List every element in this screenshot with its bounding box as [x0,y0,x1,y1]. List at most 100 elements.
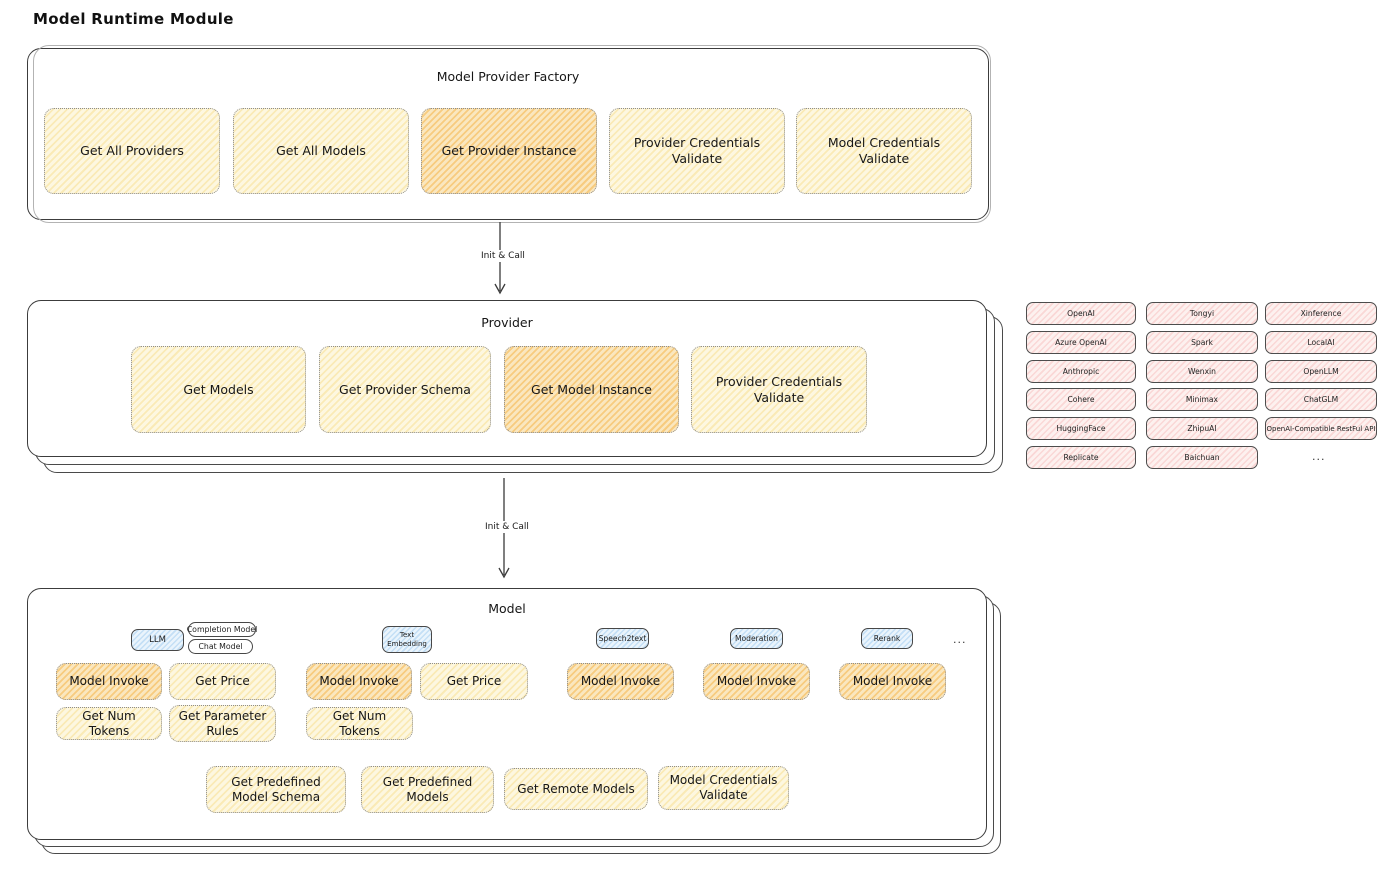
provider-cell-xinference: Xinference [1265,302,1377,325]
node-get-provider-instance: Get Provider Instance [421,108,597,194]
provider-cell-spark: Spark [1146,331,1258,354]
tag-completion-model: Completion Model [186,622,258,637]
cell-label: LocalAI [1307,338,1335,347]
node-label: Get Price [195,674,250,688]
tag-label: Text Embedding [387,631,427,648]
node-get-provider-schema: Get Provider Schema [319,346,491,433]
node-label: Get Models [183,381,254,397]
node-get-price-llm: Get Price [169,663,276,700]
provider-cell-anthropic: Anthropic [1026,360,1136,383]
cell-label: HuggingFace [1056,424,1106,433]
node-label: Get All Providers [80,143,184,159]
model-panel: Model LLM Completion Model Chat Model Te… [27,588,987,840]
node-model-credentials-validate: Model Credentials Validate [796,108,972,194]
node-label: Provider Credentials Validate [633,135,761,166]
node-label: Get Predefined Models [382,774,473,804]
node-label: Model Credentials Validate [669,773,778,802]
cell-label: Azure OpenAI [1055,338,1107,347]
cell-label: Wenxin [1188,367,1216,376]
node-label: Provider Credentials Validate [715,373,843,405]
node-model-invoke-embedding: Model Invoke [306,663,412,700]
node-label: Model Invoke [716,674,797,688]
provider-cell-replicate: Replicate [1026,446,1136,469]
tag-label: Speech2text [598,633,647,643]
tag-speech2text: Speech2text [596,628,649,649]
provider-cell-openllm: OpenLLM [1265,360,1377,383]
provider-cell-openai: OpenAI [1026,302,1136,325]
cell-label: ZhipuAI [1187,424,1217,433]
node-label: Get Model Instance [531,381,652,397]
node-get-models: Get Models [131,346,306,433]
node-get-all-providers: Get All Providers [44,108,220,194]
node-label: Get Parameter Rules [178,708,267,738]
node-label: Get Num Tokens [82,708,136,738]
node-label: Get Predefined Model Schema [231,774,321,804]
tag-rerank: Rerank [861,628,913,649]
provider-cell-openai-compatible: OpenAI-Compatible RestFul API [1265,417,1377,440]
tag-label: Completion Model [186,625,258,634]
node-get-model-instance: Get Model Instance [504,346,679,433]
cell-label: OpenLLM [1303,367,1339,376]
provider-cell-baichuan: Baichuan [1146,446,1258,469]
factory-title: Model Provider Factory [436,69,580,84]
model-tags-ellipsis: ... [953,633,967,646]
model-title: Model [488,601,526,616]
cell-label: Minimax [1185,395,1219,404]
model-provider-factory-panel: Model Provider Factory Get All Providers… [27,45,991,223]
provider-panel: Provider Get Models Get Provider Schema … [27,300,987,457]
tag-moderation: Moderation [730,628,783,649]
node-model-invoke-llm: Model Invoke [56,663,162,700]
page-title: Model Runtime Module [33,10,234,28]
provider-cell-huggingface: HuggingFace [1026,417,1136,440]
provider-title: Provider [481,315,533,330]
tag-label: Chat Model [198,642,243,651]
tag-text-embedding: Text Embedding [382,626,432,653]
node-get-num-tokens-embedding: Get Num Tokens [306,707,413,740]
cell-label: OpenAI-Compatible RestFul API [1266,424,1376,433]
node-label: Get Provider Instance [441,143,577,159]
provider-cell-cohere: Cohere [1026,388,1136,411]
cell-label: Cohere [1067,395,1095,404]
cell-label: Xinference [1300,309,1342,318]
provider-cell-azure-openai: Azure OpenAI [1026,331,1136,354]
provider-cell-wenxin: Wenxin [1146,360,1258,383]
tag-chat-model: Chat Model [188,639,253,654]
node-label: Get Remote Models [517,781,635,796]
cell-label: Baichuan [1184,453,1220,462]
tag-label: LLM [149,634,166,645]
node-get-remote-models: Get Remote Models [504,768,648,810]
node-get-predefined-models: Get Predefined Models [361,766,494,813]
cell-label: Spark [1191,338,1213,347]
node-model-credentials-validate-2: Model Credentials Validate [658,766,789,810]
node-model-invoke-speech2text: Model Invoke [567,663,674,700]
init-call-label-1: Init & Call [477,250,529,262]
cell-label: Anthropic [1062,367,1100,376]
init-call-label-2: Init & Call [481,521,533,533]
cell-label: Tongyi [1189,309,1215,318]
node-label: Model Invoke [852,674,933,688]
node-model-invoke-moderation: Model Invoke [703,663,810,700]
node-label: Model Invoke [69,674,149,688]
node-label: Get Provider Schema [339,381,471,397]
tag-label: Rerank [873,633,901,643]
node-get-predefined-model-schema: Get Predefined Model Schema [206,766,346,813]
cell-label: ChatGLM [1303,395,1339,404]
provider-cell-localai: LocalAI [1265,331,1377,354]
cell-label: OpenAI [1067,309,1095,318]
node-get-num-tokens-llm: Get Num Tokens [56,707,162,740]
node-provider-credentials-validate: Provider Credentials Validate [609,108,785,194]
node-label: Model Credentials Validate [827,135,941,166]
node-model-invoke-rerank: Model Invoke [839,663,946,700]
provider-cell-chatglm: ChatGLM [1265,388,1377,411]
node-label: Model Invoke [580,674,661,688]
node-get-parameter-rules: Get Parameter Rules [169,705,276,742]
tag-label: Moderation [734,633,778,643]
provider-cell-tongyi: Tongyi [1146,302,1258,325]
node-get-price-embedding: Get Price [420,663,528,700]
providers-ellipsis: ... [1312,450,1326,463]
provider-cell-zhipuai: ZhipuAI [1146,417,1258,440]
cell-label: Replicate [1063,453,1099,462]
tag-llm: LLM [131,629,184,651]
node-label: Model Invoke [319,674,399,688]
node-label: Get Price [446,674,502,688]
